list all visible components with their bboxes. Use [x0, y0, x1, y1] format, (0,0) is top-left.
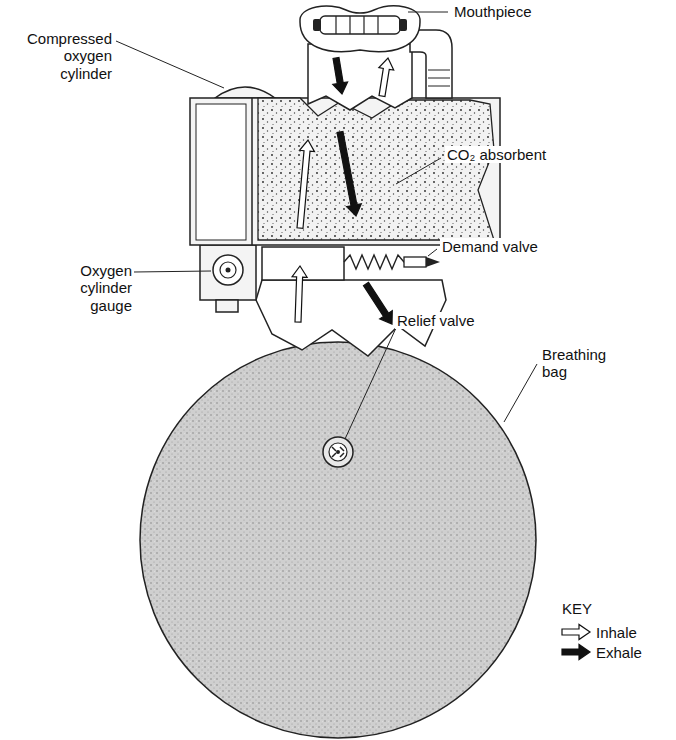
- legend: InhaleExhale: [560, 622, 642, 662]
- mouthpiece-tube: [308, 44, 412, 110]
- part-label: Demand valve: [440, 238, 540, 255]
- exhale-arrow: [337, 131, 361, 216]
- exhale-arrow: [333, 58, 348, 94]
- mouthpiece: [300, 6, 420, 52]
- hose: [410, 30, 452, 98]
- part-label: Oxygen cylinder gauge: [40, 262, 134, 314]
- housing: [190, 87, 500, 245]
- legend-swatch: [560, 623, 592, 641]
- legend-text: Exhale: [596, 644, 642, 661]
- legend-row: Inhale: [560, 622, 642, 642]
- legend-title: KEY: [560, 600, 594, 617]
- exhale-arrow: [562, 645, 590, 660]
- legend-swatch: [560, 643, 592, 661]
- inhale-arrow: [297, 140, 314, 228]
- co2-absorbent: [258, 98, 494, 240]
- inhale-arrow: [562, 625, 590, 640]
- legend-text: Inhale: [596, 624, 637, 641]
- part-label: CO₂ absorbent: [445, 146, 548, 163]
- breathing-bag: [140, 342, 536, 738]
- part-label: Mouthpiece: [452, 3, 534, 20]
- relief-valve: [323, 437, 353, 467]
- legend-row: Exhale: [560, 642, 642, 662]
- inhale-arrow: [379, 58, 394, 96]
- part-label: Relief valve: [395, 312, 477, 329]
- oxygen-gauge: [200, 245, 256, 312]
- leader-lines: [116, 12, 537, 439]
- exhale-arrow: [363, 282, 392, 324]
- demand-valve: [262, 247, 440, 280]
- part-label: Breathing bag: [540, 346, 624, 381]
- inhale-arrow: [292, 266, 307, 322]
- part-label: Compressed oxygen cylinder: [10, 30, 114, 82]
